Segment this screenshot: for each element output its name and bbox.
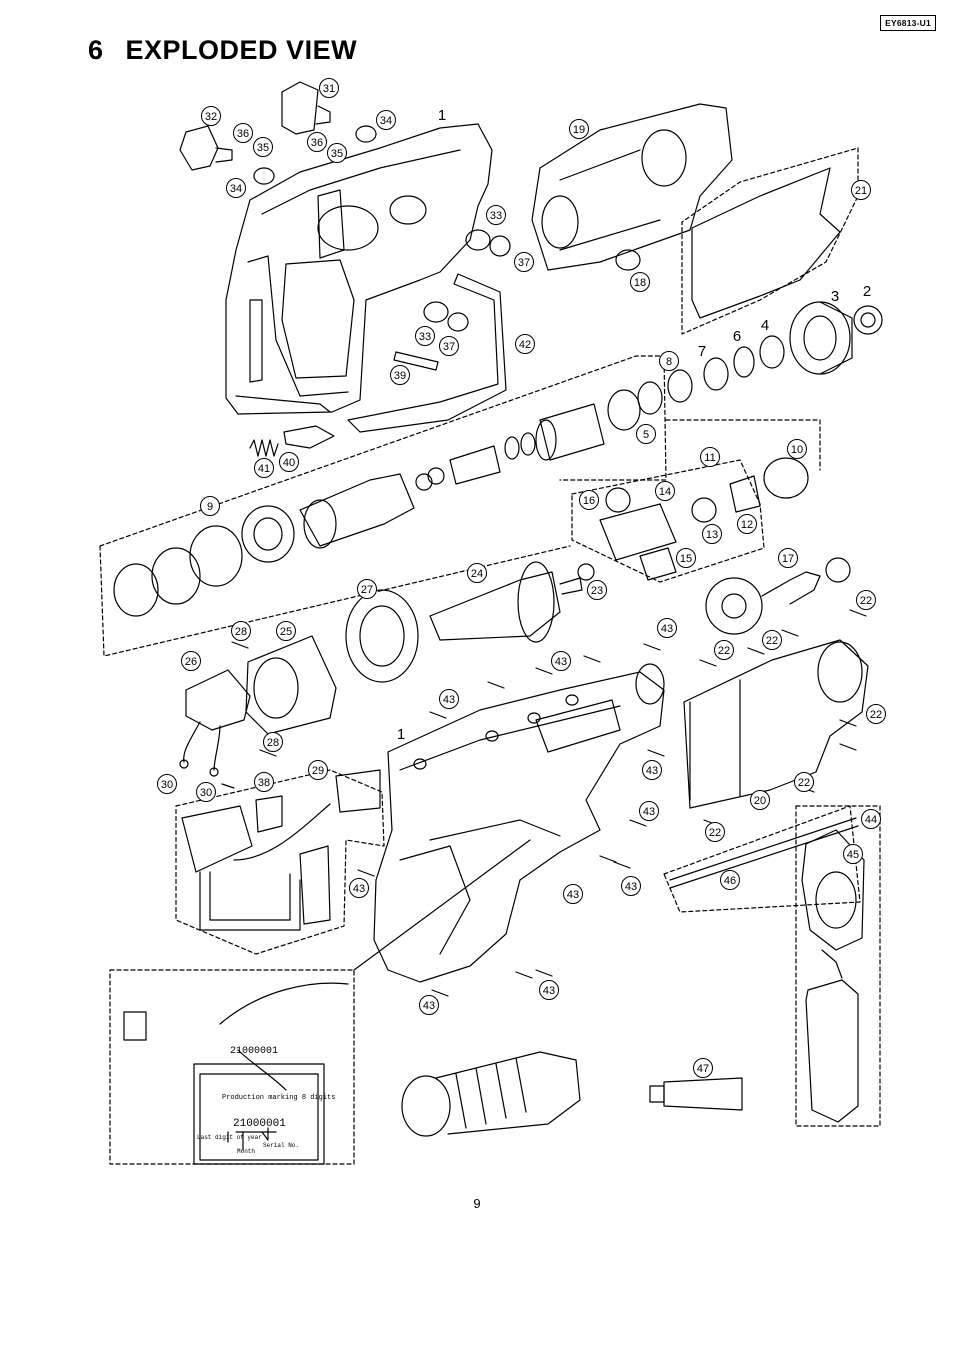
part-number-36: 36 [307, 132, 327, 152]
part-number-26: 26 [181, 651, 201, 671]
part-number-19: 19 [569, 119, 589, 139]
grip-housing-drawing [373, 663, 665, 983]
part-number-7: 7 [697, 343, 707, 360]
part-number-20: 20 [750, 790, 770, 810]
part-number-34: 34 [226, 178, 246, 198]
part-number-29: 29 [308, 760, 328, 780]
part-number-31: 31 [319, 78, 339, 98]
part-number-23: 23 [587, 580, 607, 600]
part-number-22: 22 [856, 590, 876, 610]
nameplate-month-label: Month [237, 1148, 256, 1155]
part-number-30: 30 [196, 782, 216, 802]
side-cover-drawing [531, 103, 733, 271]
part-number-40: 40 [279, 452, 299, 472]
part-number-13: 13 [702, 524, 722, 544]
part-number-18: 18 [630, 272, 650, 292]
part-number-27: 27 [357, 579, 377, 599]
part-number-43: 43 [563, 884, 583, 904]
section-title: EXPLODED VIEW [125, 35, 358, 65]
part-number-22: 22 [794, 772, 814, 792]
part-number-28: 28 [263, 732, 283, 752]
part-number-43: 43 [642, 760, 662, 780]
part-number-25: 25 [276, 621, 296, 641]
part-number-43: 43 [439, 689, 459, 709]
part-number-46: 46 [720, 870, 740, 890]
part-number-43: 43 [621, 876, 641, 896]
part-number-33: 33 [486, 205, 506, 225]
part-number-34: 34 [376, 110, 396, 130]
part-number-43: 43 [657, 618, 677, 638]
part-number-15: 15 [676, 548, 696, 568]
page-title: 6 EXPLODED VIEW [88, 32, 357, 68]
part-number-12: 12 [737, 514, 757, 534]
part-number-37: 37 [439, 336, 459, 356]
part-number-35: 35 [253, 137, 273, 157]
part-number-43: 43 [419, 995, 439, 1015]
part-number-14: 14 [655, 481, 675, 501]
part-number-39: 39 [390, 365, 410, 385]
part-number-38: 38 [254, 772, 274, 792]
part-number-10: 10 [787, 439, 807, 459]
upper-housing-drawing [225, 123, 493, 415]
nameplate-production-marking: Production marking 8 digits [222, 1094, 336, 1102]
part-number-22: 22 [866, 704, 886, 724]
part-number-33: 33 [415, 326, 435, 346]
part-number-45: 45 [843, 844, 863, 864]
page-number: 9 [473, 1196, 481, 1211]
part-number-43: 43 [639, 801, 659, 821]
part-number-4: 4 [760, 317, 770, 334]
part-number-6: 6 [732, 328, 742, 345]
part-number-22: 22 [705, 822, 725, 842]
part-number-41: 41 [254, 458, 274, 478]
part-number-30: 30 [157, 774, 177, 794]
part-number-37: 37 [514, 252, 534, 272]
part-number-8: 8 [659, 351, 679, 371]
part-number-43: 43 [551, 651, 571, 671]
part-number-22: 22 [714, 640, 734, 660]
part-number-24: 24 [467, 563, 487, 583]
part-number-5: 5 [636, 424, 656, 444]
section-number: 6 [88, 35, 104, 65]
nameplate-last-digit-label: Last digit of year [197, 1134, 262, 1141]
part-number-22: 22 [762, 630, 782, 650]
model-code-box: EY6813-U1 [880, 15, 936, 31]
part-number-11: 11 [700, 447, 720, 467]
part-number-3: 3 [830, 288, 840, 305]
part-number-43: 43 [349, 878, 369, 898]
part-number-1: 1 [396, 726, 406, 743]
nameplate-serial-mid: 21000001 [233, 1118, 286, 1130]
part-number-9: 9 [200, 496, 220, 516]
part-number-35: 35 [327, 143, 347, 163]
part-number-47: 47 [693, 1058, 713, 1078]
part-number-32: 32 [201, 106, 221, 126]
part-number-17: 17 [778, 548, 798, 568]
part-number-16: 16 [579, 490, 599, 510]
part-number-2: 2 [862, 283, 872, 300]
part-number-43: 43 [539, 980, 559, 1000]
nameplate-serial-top: 21000001 [230, 1046, 279, 1057]
nameplate-serial-label: Serial No. [263, 1142, 300, 1149]
part-number-28: 28 [231, 621, 251, 641]
part-number-44: 44 [861, 809, 881, 829]
part-number-42: 42 [515, 334, 535, 354]
part-number-1: 1 [437, 107, 447, 124]
part-number-21: 21 [851, 180, 871, 200]
part-number-36: 36 [233, 123, 253, 143]
